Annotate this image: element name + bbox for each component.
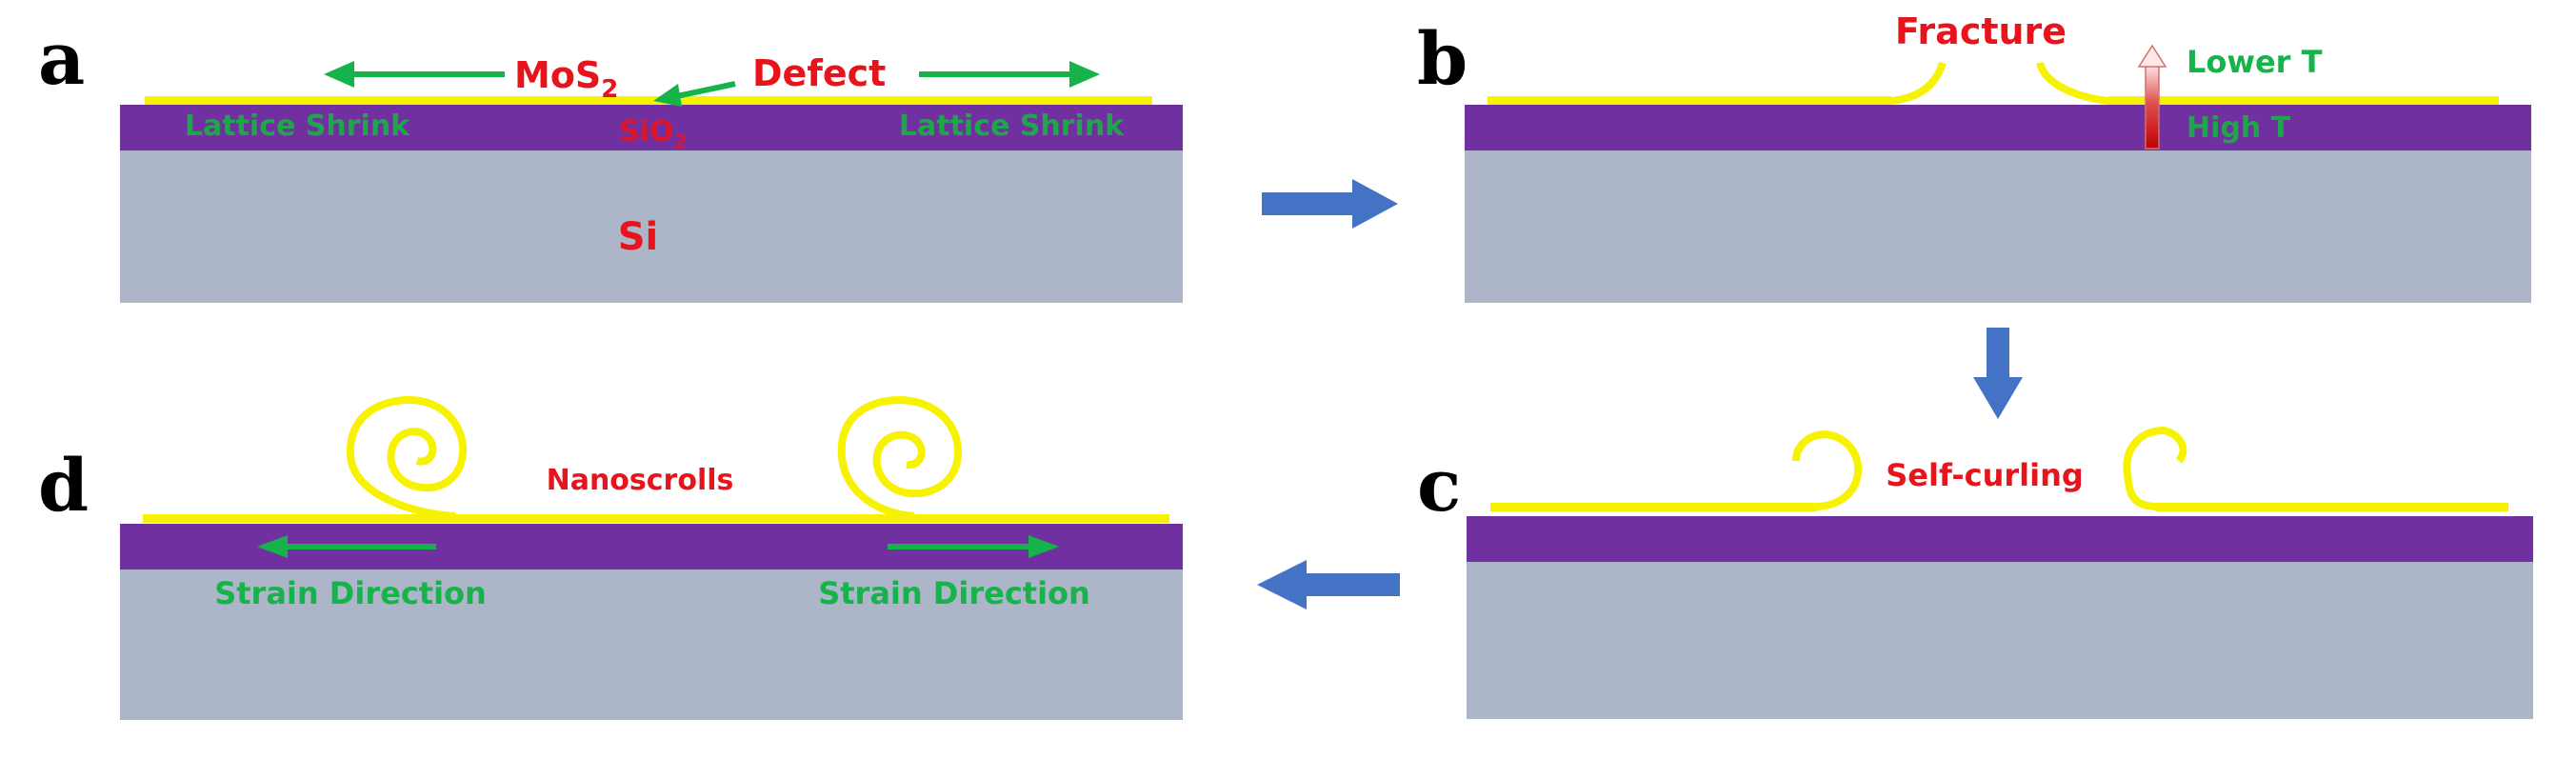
left-arrow-icon [257,535,436,558]
si-substrate [120,569,1183,720]
heat-arrow-icon [2137,44,2167,150]
right-arrow-icon [888,535,1059,558]
fracture-lip-left [1888,61,1947,105]
sio2-layer [1467,516,2533,562]
lower-t-label: Lower T [2187,44,2323,80]
self-curling-label: Self-curling [1886,457,2084,493]
sio2-layer [1465,105,2531,150]
si-substrate [1467,562,2533,719]
mos2-film-right [2108,96,2499,105]
si-substrate [120,150,1183,303]
panel-d: d Nanoscrolls Strain Direction Strain Di… [38,395,1183,720]
left-arrow-icon [1257,560,1400,609]
nanoscrolls-label: Nanoscrolls [547,464,734,497]
spiral-scroll-icon [837,395,963,520]
strain-direction-right: Strain Direction [818,575,1090,611]
panel-b: b Fracture Lower T High T [1417,10,2531,303]
si-label: Si [618,215,659,259]
panel-letter-a: a [38,16,85,101]
defect-label: Defect [752,52,886,94]
right-arrow-icon [919,61,1100,88]
down-arrow-icon [1973,328,2023,419]
strain-direction-left: Strain Direction [214,575,487,611]
mos2-label: MoS2 [514,54,618,104]
panel-letter-d: d [38,443,89,528]
panel-c: c Self-curling [1417,426,2533,719]
spiral-scroll-icon [346,395,468,520]
fracture-lip-right [2036,61,2111,105]
lattice-shrink-right: Lattice Shrink [899,110,1125,143]
mos2-film [145,96,1152,105]
mos2-film-left [143,514,455,523]
sio2-layer [120,105,1183,150]
mos2-film-right [2156,503,2508,511]
right-arrow-icon [1262,179,1398,229]
spiral-scroll-icon [2123,426,2187,510]
si-substrate [1465,150,2531,303]
lattice-shrink-left: Lattice Shrink [185,110,410,143]
panel-letter-c: c [1417,443,1461,528]
high-t-label: High T [2187,111,2291,145]
panel-letter-b: b [1417,16,1468,101]
mos2-film-left [1488,96,1891,105]
left-arrow-icon [324,61,505,88]
sio2-label: SiO2 [619,115,687,153]
spiral-scroll-icon [1792,429,1863,510]
panel-a: a MoS2 Defect SiO2 Lattice Shrink Lattic… [38,16,1183,303]
mos2-film-left [1490,503,1817,511]
mos2-film-right [455,514,1169,523]
defect-pointer-arrow [653,81,736,107]
fracture-label: Fracture [1895,10,2067,52]
